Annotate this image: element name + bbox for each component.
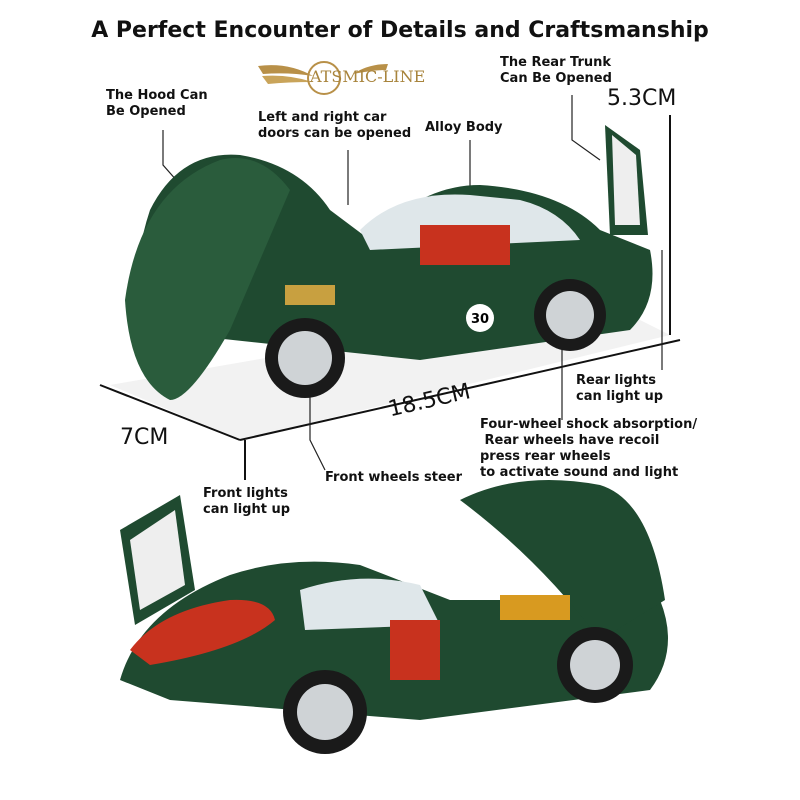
- race-number: 30: [471, 312, 489, 327]
- label-shock-absorption: Four-wheel shock absorption/ Rear wheels…: [480, 417, 698, 480]
- car-top-view: 30: [125, 125, 653, 400]
- label-alloy-body: Alloy Body: [425, 120, 503, 135]
- label-hood: The Hood Can Be Opened: [106, 88, 208, 119]
- dimension-width: 7CM: [120, 425, 169, 450]
- label-front-wheels: Front wheels steer: [325, 470, 463, 485]
- page-title: A Perfect Encounter of Details and Craft…: [91, 18, 709, 43]
- label-rear-lights: Rear lights can light up: [576, 373, 664, 404]
- dimension-lines: [99, 115, 681, 480]
- label-doors: Left and right car doors can be opened: [258, 110, 412, 141]
- label-front-lights: Front lights can light up: [203, 486, 291, 517]
- logo-text: ATSMIC-LINE: [310, 67, 426, 86]
- label-rear-trunk: The Rear Trunk Can Be Opened: [500, 55, 612, 86]
- dimension-height: 5.3CM: [607, 86, 677, 111]
- brand-logo: ATSMIC-LINE: [258, 58, 448, 96]
- car-bottom-view: [120, 480, 668, 754]
- wings-icon: [258, 61, 388, 95]
